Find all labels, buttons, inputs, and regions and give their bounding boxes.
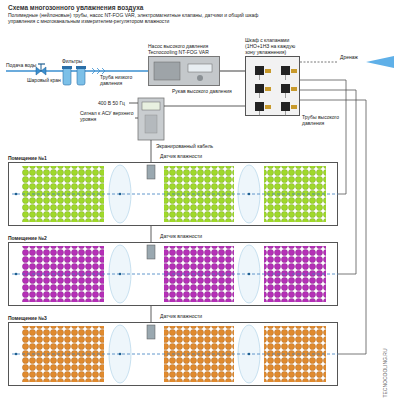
filter-cap xyxy=(62,66,72,69)
room-drawing xyxy=(8,242,338,306)
watermark: TECNOCOOLING.RU xyxy=(382,348,388,397)
power-label: 400 В 50 Гц xyxy=(98,100,125,106)
high-pressure-hose xyxy=(220,70,245,72)
valve-handle xyxy=(41,64,42,71)
room-zone: Помещение №3 xyxy=(8,315,338,386)
control-cable xyxy=(164,106,245,107)
drain-spray xyxy=(366,56,394,68)
filter-housing xyxy=(63,68,71,85)
filter-cap xyxy=(76,66,86,69)
room-body xyxy=(8,162,338,226)
sensor-label: Датчик влажности xyxy=(160,313,202,319)
controller-display xyxy=(142,102,160,110)
room-heading: Помещение №1 xyxy=(8,155,47,161)
pipe-label: Труба низкого давления xyxy=(100,74,144,86)
inlet-label: Подача воды xyxy=(6,62,36,68)
room-drawing xyxy=(8,162,338,226)
drain-line xyxy=(300,62,338,63)
room-body xyxy=(8,322,338,386)
room-zone: Помещение №2 xyxy=(8,235,338,306)
pump-body xyxy=(148,56,220,86)
high-pressure-pipe xyxy=(300,100,366,354)
room-heading: Помещение №3 xyxy=(8,315,47,321)
diagram-title: Схема многозонного увлажнения воздуха xyxy=(8,4,143,12)
cabinet-drawing xyxy=(245,56,300,116)
sensor-label: Датчик влажности xyxy=(160,233,202,239)
flow-arrows xyxy=(92,68,105,74)
control-cabinet xyxy=(138,98,164,140)
hose-label: Рукав высокого давления xyxy=(172,88,232,94)
signal-wire xyxy=(135,118,138,119)
room-zone: Помещение №1 xyxy=(8,155,338,226)
pump-drawing xyxy=(148,56,220,86)
valve-cabinet: Шкаф с клапанами (1НО+1НЗ на каждую зону… xyxy=(245,37,300,116)
cabinet-body xyxy=(245,56,300,116)
room-drawing xyxy=(8,322,338,386)
unit-heading: Шкаф с клапанами (1НО+1НЗ на каждую зону… xyxy=(245,37,300,55)
pump-unit: Насос высокого давления Tecnocooling NT-… xyxy=(148,43,220,86)
filter-label: Фильтры xyxy=(62,58,82,64)
controller-panel xyxy=(145,115,157,133)
power-wire xyxy=(129,103,138,104)
room-body xyxy=(8,242,338,306)
cable-label: Экранированный кабель xyxy=(156,143,213,149)
valve-label: Шаровый кран xyxy=(27,77,61,83)
subtitle: Полимедные (нейлоновые) трубы, насос NT-… xyxy=(8,12,270,24)
sensor-label: Датчик влажности xyxy=(160,153,202,159)
room-heading: Помещение №2 xyxy=(8,235,47,241)
pipe-label: Трубы высокого давления xyxy=(302,114,342,126)
signal-label: Сигнал к АСУ верхнего уровня xyxy=(80,110,134,122)
unit-heading: Насос высокого давления Tecnocooling NT-… xyxy=(148,43,220,55)
filter-housing xyxy=(77,68,85,85)
drain-label: Дренаж xyxy=(340,54,358,60)
valve-handle xyxy=(38,63,45,64)
